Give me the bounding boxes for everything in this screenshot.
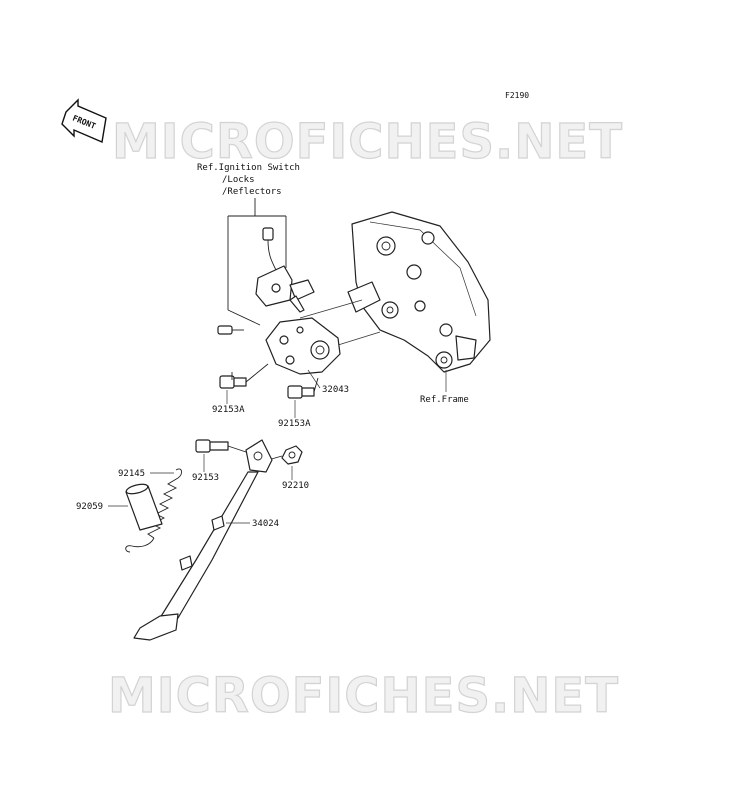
ref-ignition-line3: /Reflectors (222, 187, 282, 197)
label-92059: 92059 (76, 502, 103, 512)
label-92153: 92153 (192, 473, 219, 483)
figure-code: F2190 (505, 91, 529, 100)
watermark-top: MICROFICHES.NET (112, 114, 623, 170)
spring-92145 (125, 468, 183, 553)
bolt-92153a-right (287, 377, 319, 399)
side-stand-switch (255, 227, 315, 313)
sleeve-92059 (125, 483, 163, 531)
frame-assembly (347, 211, 491, 373)
ref-ignition-line1: Ref.Ignition Switch (197, 163, 300, 173)
watermark-bottom: MICROFICHES.NET (108, 668, 619, 724)
front-arrow-icon: FRONT (61, 98, 107, 143)
label-92153a-left: 92153A (212, 405, 245, 415)
bolt-92153a-left (219, 363, 269, 389)
bolt-92153 (195, 439, 247, 453)
nut-92210 (267, 445, 303, 465)
switch-bolt (217, 325, 244, 335)
side-stand (133, 372, 273, 641)
label-92210: 92210 (282, 481, 309, 491)
label-32043: 32043 (322, 385, 349, 395)
ignition-bracket (227, 198, 287, 326)
ref-ignition-line2: /Locks (222, 175, 255, 185)
guide-line-upper (299, 299, 363, 319)
label-ref-frame: Ref.Frame (420, 395, 469, 405)
label-92153a-right: 92153A (278, 419, 311, 429)
label-34024: 34024 (252, 519, 279, 529)
label-92145: 92145 (118, 469, 145, 479)
stand-bracket (265, 317, 341, 375)
